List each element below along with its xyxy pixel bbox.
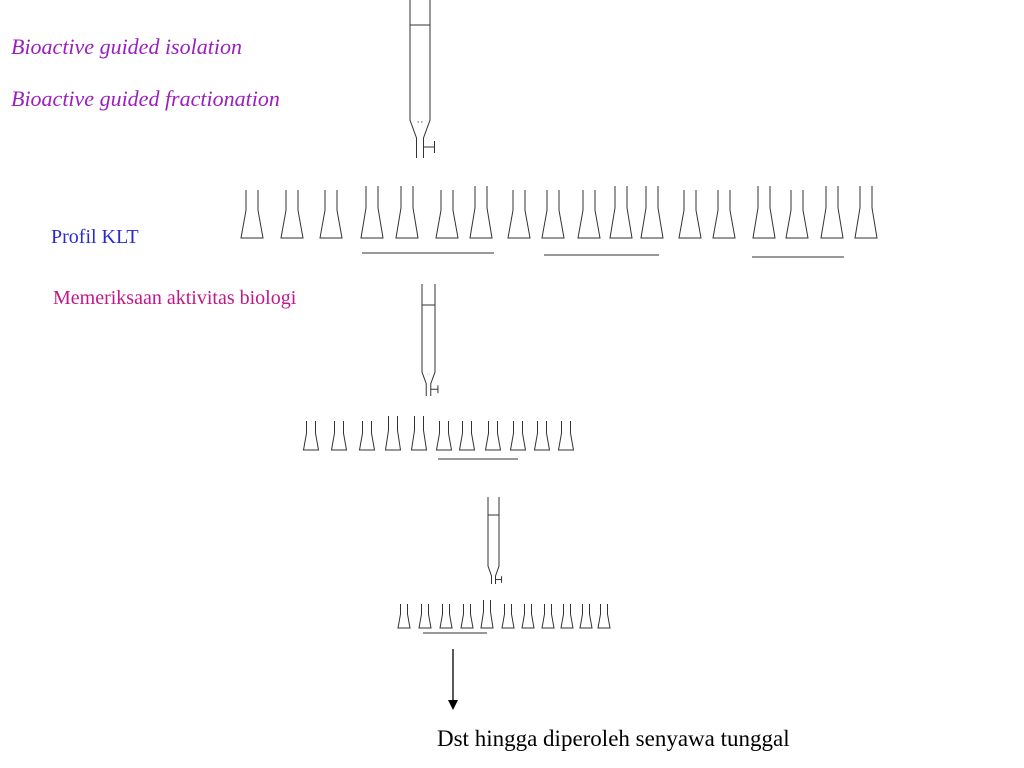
collection-tube-icon xyxy=(360,186,384,239)
collection-tube-icon xyxy=(395,186,419,239)
collection-tube-icon xyxy=(240,190,264,239)
collection-tube-icon xyxy=(435,421,453,451)
chromatography-column-icon xyxy=(487,497,503,584)
fraction-tubes-row-2 xyxy=(302,416,575,451)
collection-tube-icon xyxy=(640,186,664,239)
collection-tube-icon xyxy=(507,190,531,239)
arrow-down-icon xyxy=(448,649,458,710)
collection-tube-icon xyxy=(509,421,527,451)
collection-tube-icon xyxy=(609,186,633,239)
collection-tube-icon xyxy=(280,190,304,239)
collection-tube-icon xyxy=(439,604,453,629)
collection-tube-icon xyxy=(678,190,702,239)
chromatography-column-icon xyxy=(409,0,435,158)
collection-tube-icon xyxy=(597,604,611,629)
collection-tube-icon xyxy=(541,604,555,629)
collection-tube-icon xyxy=(533,421,551,451)
collection-tube-icon xyxy=(384,416,402,451)
collection-tube-icon xyxy=(460,604,474,629)
collection-tube-icon xyxy=(541,190,565,239)
collection-tube-icon xyxy=(469,186,493,239)
collection-tube-icon xyxy=(854,186,878,239)
collection-tube-icon xyxy=(501,604,515,629)
label-bio-activity: Memeriksaan aktivitas biologi xyxy=(53,287,297,309)
collection-tube-icon xyxy=(410,416,428,451)
collection-tube-icon xyxy=(418,604,432,629)
fraction-tubes-row-3 xyxy=(397,600,611,629)
collection-tube-icon xyxy=(397,604,411,629)
collection-tube-icon xyxy=(358,421,376,451)
collection-tube-icon xyxy=(579,604,593,629)
collection-tube-icon xyxy=(577,190,601,239)
collection-tube-icon xyxy=(458,421,476,451)
collection-tube-icon xyxy=(435,190,459,239)
title-fractionation: Bioactive guided fractionation xyxy=(11,86,280,111)
collection-tube-icon xyxy=(820,186,844,239)
collection-tube-icon xyxy=(560,604,574,629)
fraction-tubes-row-1 xyxy=(240,186,878,239)
collection-tube-icon xyxy=(330,421,348,451)
collection-tube-icon xyxy=(484,421,502,451)
collection-tube-icon xyxy=(785,190,809,239)
collection-tube-icon xyxy=(319,190,343,239)
collection-tube-icon xyxy=(752,186,776,239)
collection-tube-icon xyxy=(302,421,320,451)
collection-tube-icon xyxy=(521,604,535,629)
collection-tube-icon xyxy=(712,190,736,239)
label-tlc-profile: Profil KLT xyxy=(51,226,139,248)
title-isolation: Bioactive guided isolation xyxy=(11,34,242,59)
label-final-step: Dst hingga diperoleh senyawa tunggal xyxy=(437,726,790,751)
chromatography-column-icon xyxy=(421,284,439,396)
collection-tube-icon xyxy=(480,600,494,629)
collection-tube-icon xyxy=(557,421,575,451)
